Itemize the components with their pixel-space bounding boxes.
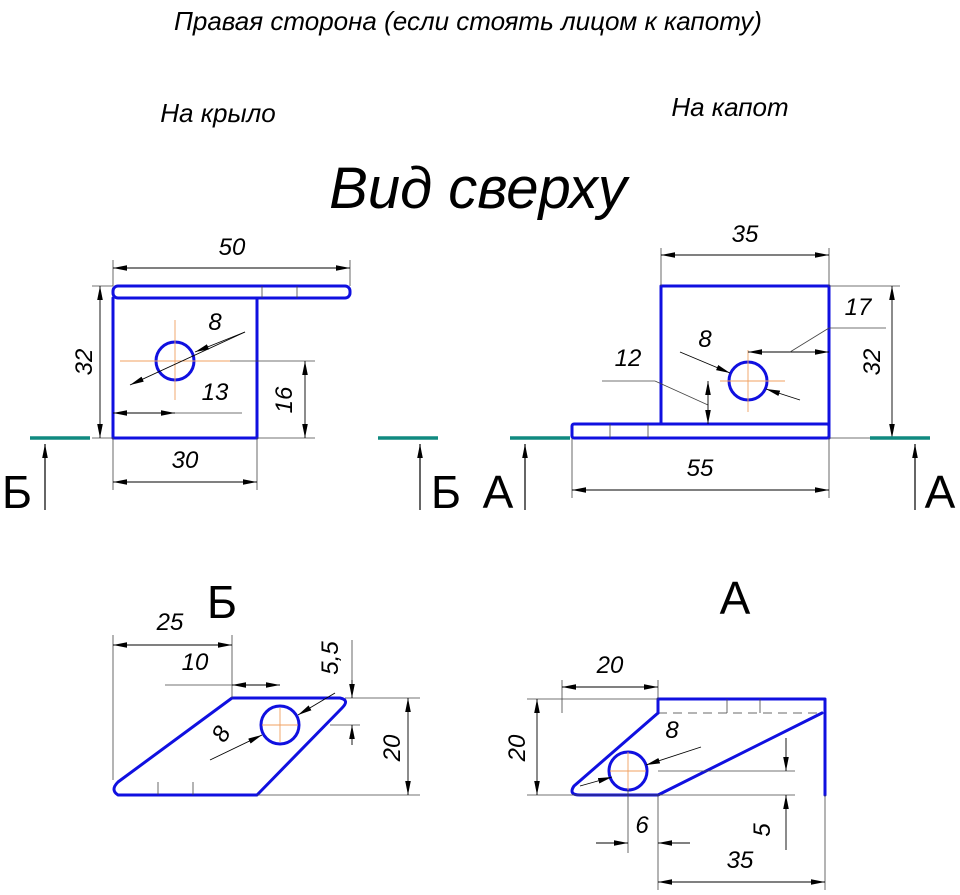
dim-12: 12: [615, 345, 642, 372]
label-hood: На капот: [671, 92, 788, 122]
dim-25: 25: [156, 609, 184, 636]
dim-hole-8-b: 8: [206, 721, 236, 747]
view-title: Вид сверху: [329, 156, 630, 221]
view-b: Б 25 10 5,5 20 8: [112, 576, 420, 797]
dim-20-top: 20: [596, 652, 624, 679]
dim-20-b: 20: [379, 734, 406, 762]
dim-6: 6: [635, 812, 649, 839]
dim-20-height: 20: [504, 734, 531, 762]
dim-32-right: 32: [859, 349, 886, 376]
dim-32: 32: [71, 349, 98, 376]
sheet-title: Правая сторона (если стоять лицом к капо…: [174, 6, 762, 36]
dim-16: 16: [271, 386, 298, 413]
dim-10: 10: [182, 649, 209, 676]
section-label-a-right: А: [925, 466, 956, 518]
dim-35-a: 35: [727, 847, 754, 874]
view-a-title: А: [720, 572, 751, 624]
dim-hole-8: 8: [208, 309, 222, 336]
dim-5: 5: [749, 823, 776, 837]
dim-hole-8-right: 8: [698, 326, 712, 353]
dim-55: 55: [687, 455, 714, 482]
view-a: А 20 20 8 6 5 35: [504, 572, 827, 890]
section-label-b-right: Б: [431, 466, 461, 518]
dim-35: 35: [732, 221, 759, 248]
dim-17: 17: [845, 294, 873, 321]
section-label-a-left: А: [483, 466, 514, 518]
dim-50: 50: [219, 234, 246, 261]
top-left-view: 50 32 8 13 16 30 Б Б: [2, 234, 461, 518]
dim-13: 13: [202, 379, 229, 406]
label-fender: На крыло: [160, 98, 275, 128]
dim-5-5: 5,5: [317, 641, 344, 675]
section-label-b-left: Б: [2, 466, 32, 518]
dim-30: 30: [172, 447, 199, 474]
view-b-title: Б: [207, 576, 237, 628]
top-right-view: 35 32 17 8 12 55 А А: [483, 221, 956, 518]
dim-hole-8-a: 8: [665, 717, 679, 744]
